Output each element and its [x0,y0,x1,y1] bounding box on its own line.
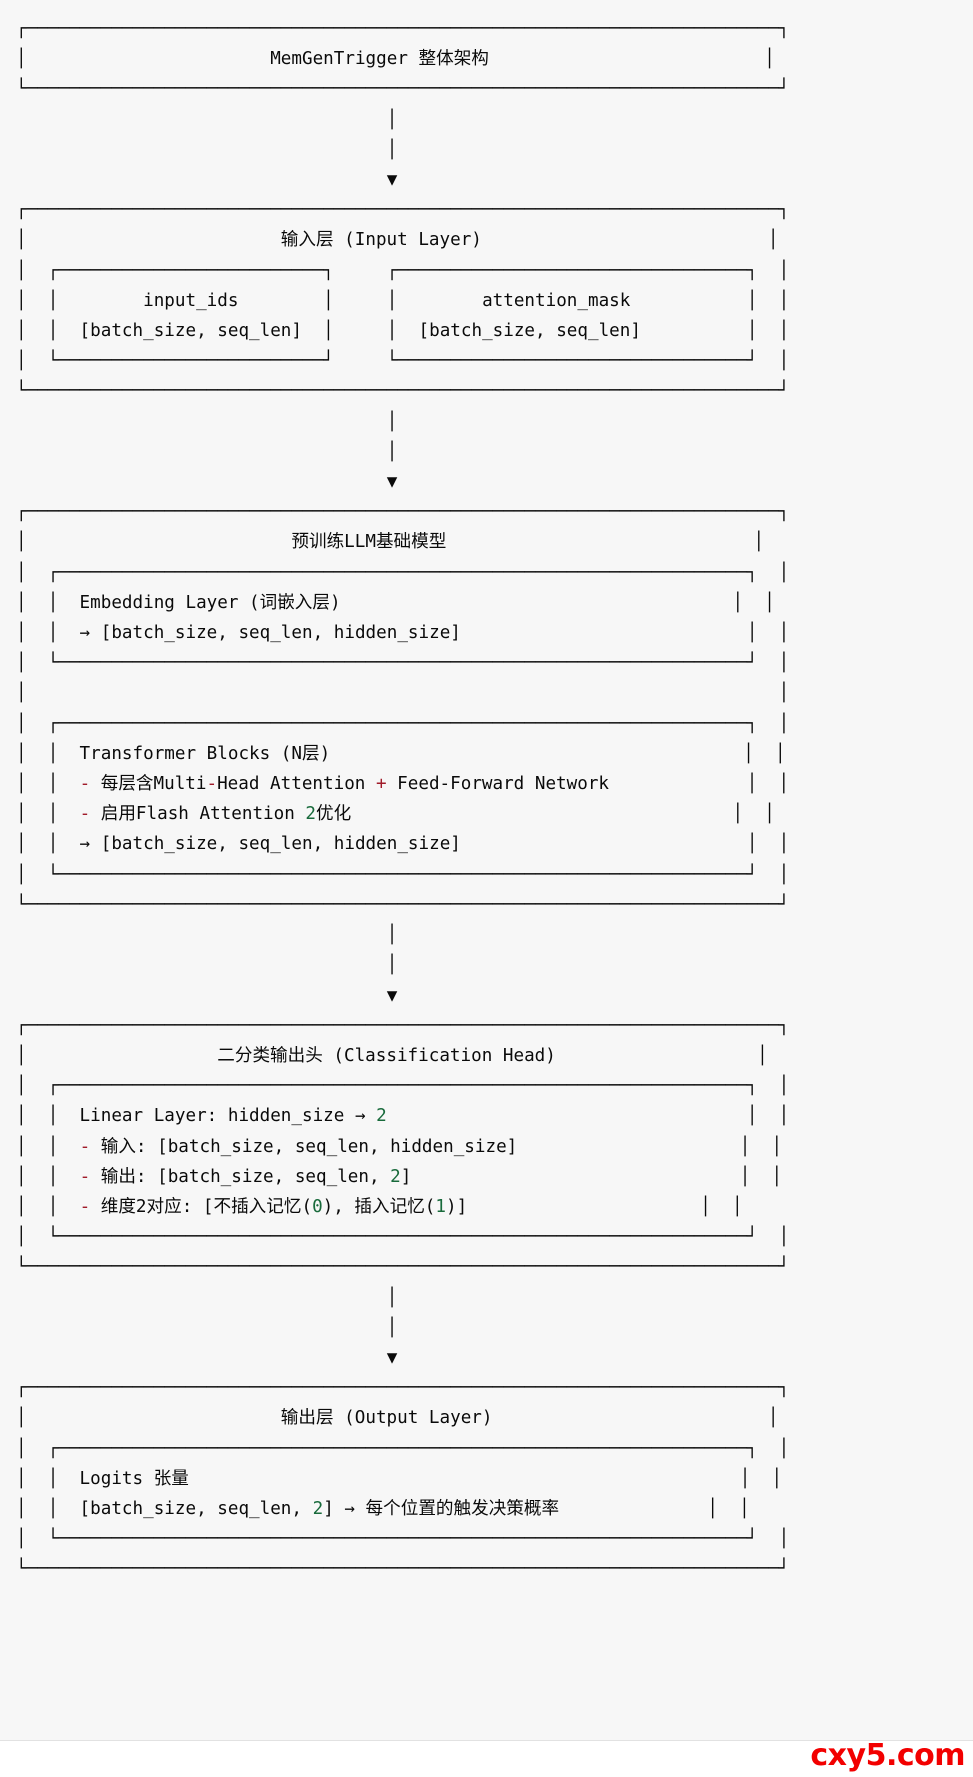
sub-transformer-l2: │ │ - 启用Flash Attention 2优化 │ │ [16,804,775,825]
connector-pipe-3b: │ [16,955,398,976]
block-root-top: ┌───────────────────────────────────────… [16,19,790,39]
sub-linear-title: │ │ Linear Layer: hidden_size → 2 │ │ [16,1106,790,1127]
connector-arrow-4: ▼ [16,1347,398,1368]
sub-linear-bottom: │ └─────────────────────────────────────… [16,1227,790,1248]
sub-transformer-l1: │ │ - 每层含Multi-Head Attention + Feed-For… [16,774,790,795]
block-output-bottom: └───────────────────────────────────────… [16,1559,790,1580]
connector-arrow-2: ▼ [16,472,398,493]
block-root-title: │ MemGenTrigger 整体架构 │ [16,49,775,70]
sub-linear-top: │ ┌─────────────────────────────────────… [16,1076,790,1097]
connector-pipe-2b: │ [16,441,398,462]
sub-linear-l3: │ │ - 维度2对应: [不插入记忆(0), 插入记忆(1)] │ │ [16,1196,743,1217]
connector-pipe-1: │ [16,109,398,130]
sub-logits-title: │ │ Logits 张量 │ │ [16,1468,783,1489]
block-llm-title: │ 预训练LLM基础模型 │ [16,532,765,553]
block-llm-bottom: └───────────────────────────────────────… [16,894,790,915]
connector-arrow-3: ▼ [16,985,398,1006]
block-llm-gap: │ │ [16,683,790,704]
block-input-bottom: └───────────────────────────────────────… [16,381,790,402]
sub-input-tops: │ ┌─────────────────────────┐ ┌─────────… [16,260,790,281]
sub-linear-l1: │ │ - 输入: [batch_size, seq_len, hidden_s… [16,1136,783,1157]
block-clshead-bottom: └───────────────────────────────────────… [16,1257,790,1278]
sub-linear-l2: │ │ - 输出: [batch_size, seq_len, 2] │ │ [16,1166,783,1187]
sub-embedding-shape: │ │ → [batch_size, seq_len, hidden_size]… [16,623,790,644]
connector-pipe-3: │ [16,925,398,946]
connector-pipe-1b: │ [16,139,398,160]
sub-input-ids-name: │ │ input_ids │ │ attention_mask │ │ [16,290,790,311]
footer-separator [0,1740,973,1777]
connector-arrow-1: ▼ [16,170,398,191]
sub-logits-top: │ ┌─────────────────────────────────────… [16,1438,790,1459]
sub-transformer-top: │ ┌─────────────────────────────────────… [16,713,790,734]
sub-logits-bottom: │ └─────────────────────────────────────… [16,1529,790,1550]
sub-embedding-bottom: │ └─────────────────────────────────────… [16,653,790,674]
block-clshead-top: ┌───────────────────────────────────────… [16,1015,790,1036]
sub-logits-shape: │ │ [batch_size, seq_len, 2] → 每个位置的触发决策… [16,1498,750,1519]
site-watermark: cxy5.com [810,1738,965,1773]
ascii-architecture-art: ┌───────────────────────────────────────… [16,14,957,1585]
sub-input-ids-shape: │ │ [batch_size, seq_len] │ │ [batch_siz… [16,321,790,342]
block-output-top: ┌───────────────────────────────────────… [16,1378,790,1399]
architecture-diagram: ┌───────────────────────────────────────… [16,14,957,1585]
connector-pipe-4: │ [16,1287,398,1308]
sub-transformer-shape: │ │ → [batch_size, seq_len, hidden_size]… [16,834,790,855]
sub-transformer-title: │ │ Transformer Blocks (N层) │ │ [16,743,786,764]
block-clshead-title: │ 二分类输出头 (Classification Head) │ [16,1045,768,1066]
block-root-bottom: └───────────────────────────────────────… [16,79,790,100]
sub-transformer-bottom: │ └─────────────────────────────────────… [16,864,790,885]
sub-input-bottoms: │ └─────────────────────────┘ └─────────… [16,351,790,372]
connector-pipe-2: │ [16,411,398,432]
connector-pipe-4b: │ [16,1317,398,1338]
sub-embedding-top: │ ┌─────────────────────────────────────… [16,562,790,583]
block-input-title: │ 输入层 (Input Layer) │ [16,230,779,251]
block-output-title: │ 输出层 (Output Layer) │ [16,1408,779,1429]
sub-embedding-title: │ │ Embedding Layer (词嵌入层) │ │ [16,592,775,613]
block-llm-top: ┌───────────────────────────────────────… [16,502,790,523]
block-input-top: ┌───────────────────────────────────────… [16,200,790,221]
